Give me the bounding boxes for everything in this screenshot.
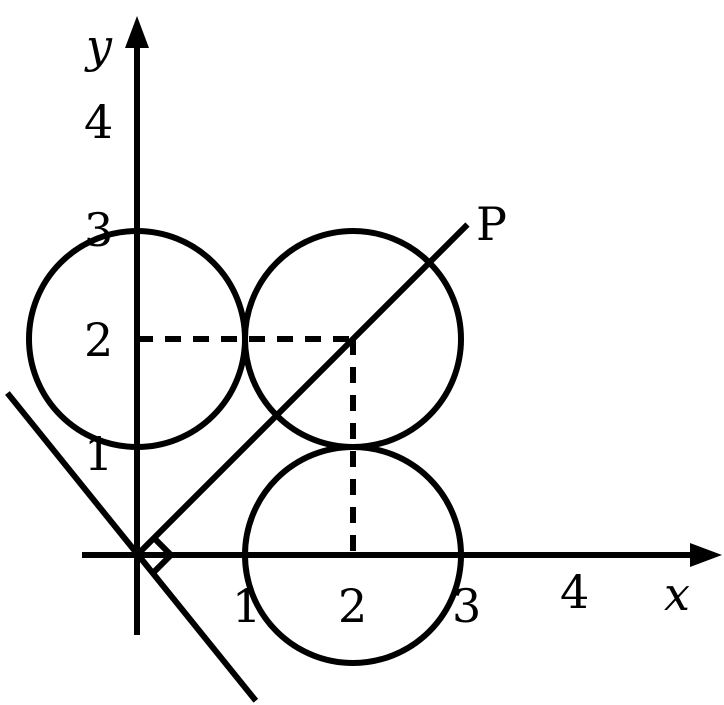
- x-axis-label: x: [664, 567, 690, 621]
- y-tick-label: 1: [84, 427, 113, 481]
- perpendicular-line: [5, 391, 259, 703]
- y-tick-label: 2: [84, 313, 113, 367]
- x-tick-label: 1: [232, 579, 261, 633]
- x-axis-arrowhead: [690, 543, 722, 567]
- y-axis-arrowhead: [125, 16, 149, 48]
- x-tick-label: 3: [452, 579, 481, 633]
- x-tick-label: 4: [560, 565, 589, 619]
- right-angle-marker: [151, 535, 176, 575]
- circle-bottom: [242, 444, 464, 666]
- y-axis-label: y: [84, 19, 113, 73]
- y-tick-label: 3: [84, 203, 113, 257]
- point-p-label: P: [476, 197, 507, 251]
- ray-op: [134, 222, 470, 558]
- y-tick-label: 4: [84, 95, 113, 149]
- x-tick-label: 2: [338, 579, 367, 633]
